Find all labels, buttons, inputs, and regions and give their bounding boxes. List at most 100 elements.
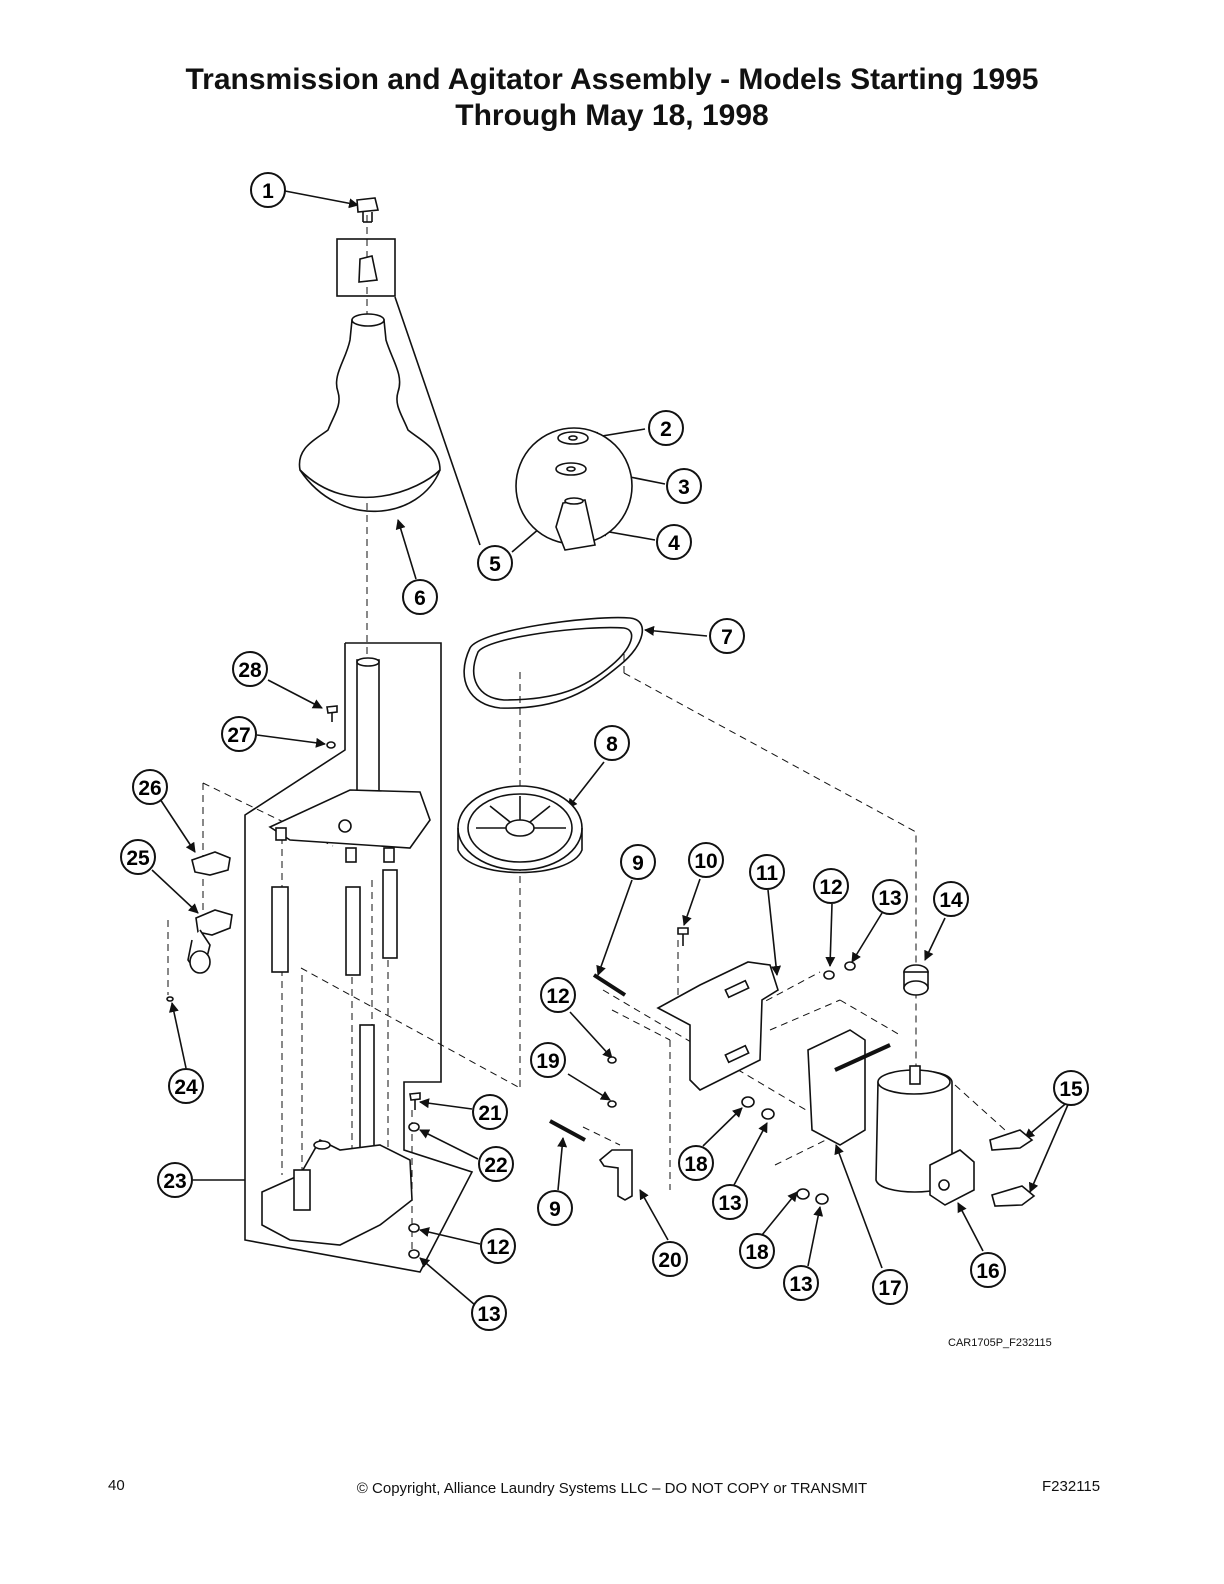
callout-21: 21 bbox=[472, 1094, 508, 1130]
callout-15: 15 bbox=[1053, 1070, 1089, 1106]
callout-8: 8 bbox=[594, 725, 630, 761]
svg-text:7: 7 bbox=[721, 626, 733, 649]
svg-text:13: 13 bbox=[878, 887, 901, 910]
gasket bbox=[191, 851, 231, 876]
small-bracket bbox=[598, 1149, 633, 1201]
callout-26: 26 bbox=[132, 769, 168, 805]
svg-text:6: 6 bbox=[414, 587, 426, 610]
callout-23: 23 bbox=[157, 1162, 193, 1198]
svg-text:22: 22 bbox=[484, 1154, 507, 1177]
callout-16: 16 bbox=[970, 1252, 1006, 1288]
callout-19: 19 bbox=[530, 1042, 566, 1078]
svg-text:2: 2 bbox=[660, 418, 672, 441]
svg-text:14: 14 bbox=[939, 889, 963, 912]
callout-24: 24 bbox=[168, 1068, 204, 1104]
callout-18b: 18 bbox=[739, 1233, 775, 1269]
svg-text:13: 13 bbox=[477, 1303, 500, 1326]
svg-text:4: 4 bbox=[668, 532, 680, 555]
motor-clip bbox=[807, 1029, 866, 1146]
page-number: 40 bbox=[108, 1477, 125, 1494]
svg-text:20: 20 bbox=[658, 1249, 681, 1272]
svg-text:1: 1 bbox=[262, 180, 274, 203]
callout-6: 6 bbox=[402, 579, 438, 615]
callout-22: 22 bbox=[478, 1146, 514, 1182]
drawing-code: CAR1705P_F232115 bbox=[948, 1337, 1052, 1349]
agitator-bolt bbox=[356, 197, 380, 223]
svg-text:11: 11 bbox=[756, 862, 779, 885]
motor-bracket bbox=[656, 961, 779, 1091]
callout-10: 10 bbox=[688, 842, 724, 878]
callout-5: 5 bbox=[477, 545, 513, 581]
callout-13b: 13 bbox=[712, 1184, 748, 1220]
copyright-notice: © Copyright, Alliance Laundry Systems LL… bbox=[356, 1480, 868, 1497]
svg-text:12: 12 bbox=[819, 876, 842, 899]
callout-20: 20 bbox=[652, 1241, 688, 1277]
diagram-title-line-1: Transmission and Agitator Assembly - Mod… bbox=[185, 63, 1039, 96]
svg-text:27: 27 bbox=[227, 724, 250, 747]
callout-17: 17 bbox=[872, 1269, 908, 1305]
svg-text:26: 26 bbox=[138, 777, 161, 800]
svg-text:23: 23 bbox=[163, 1170, 186, 1193]
gearcase bbox=[261, 1138, 413, 1246]
svg-text:12: 12 bbox=[546, 985, 569, 1008]
callout-14: 14 bbox=[933, 881, 969, 917]
callout-18a: 18 bbox=[678, 1145, 714, 1181]
svg-text:25: 25 bbox=[126, 847, 150, 870]
callout-28: 28 bbox=[232, 651, 268, 687]
svg-text:9: 9 bbox=[632, 852, 644, 875]
callout-1: 1 bbox=[250, 172, 286, 208]
drive-shaft bbox=[359, 1024, 375, 1156]
drain-elbow bbox=[195, 909, 233, 936]
svg-text:18: 18 bbox=[745, 1241, 769, 1264]
spacer-rod bbox=[382, 869, 398, 959]
transmission-plate bbox=[268, 789, 431, 849]
agitator bbox=[298, 319, 441, 499]
svg-text:15: 15 bbox=[1059, 1078, 1083, 1101]
callout-7: 7 bbox=[709, 618, 745, 654]
drive-belt bbox=[463, 616, 644, 709]
svg-text:9: 9 bbox=[549, 1198, 561, 1221]
retaining-clip bbox=[991, 1185, 1036, 1207]
svg-text:5: 5 bbox=[489, 553, 501, 576]
callout-25: 25 bbox=[120, 839, 156, 875]
callout-12b: 12 bbox=[540, 977, 576, 1013]
diagram-title-line-2: Through May 18, 1998 bbox=[455, 99, 769, 132]
callout-12c: 12 bbox=[480, 1228, 516, 1264]
svg-text:17: 17 bbox=[878, 1277, 901, 1300]
callout-13d: 13 bbox=[471, 1295, 507, 1331]
cap-insert bbox=[358, 255, 378, 283]
svg-text:18: 18 bbox=[684, 1153, 708, 1176]
retaining-clip bbox=[989, 1129, 1034, 1151]
svg-text:12: 12 bbox=[486, 1236, 509, 1259]
callout-4: 4 bbox=[656, 524, 692, 560]
svg-text:19: 19 bbox=[536, 1050, 559, 1073]
cap-inset-box bbox=[336, 238, 396, 297]
svg-text:13: 13 bbox=[789, 1273, 812, 1296]
svg-text:28: 28 bbox=[238, 659, 262, 682]
leader-lines bbox=[151, 190, 1071, 1306]
callout-13c: 13 bbox=[783, 1265, 819, 1301]
svg-text:24: 24 bbox=[174, 1076, 198, 1099]
callout-11: 11 bbox=[749, 854, 785, 890]
callout-9a: 9 bbox=[620, 844, 656, 880]
spacer-rod bbox=[345, 886, 361, 976]
transmission-outline bbox=[244, 642, 474, 1273]
part-drawings bbox=[166, 197, 1036, 1273]
callouts: 1 2 3 4 5 6 7 8 9 9 10 11 12 12 12 13 13… bbox=[120, 172, 1089, 1331]
callout-12a: 12 bbox=[813, 868, 849, 904]
callout-13a: 13 bbox=[872, 879, 908, 915]
svg-text:10: 10 bbox=[694, 850, 717, 873]
svg-text:13: 13 bbox=[718, 1192, 741, 1215]
svg-text:3: 3 bbox=[678, 476, 690, 499]
svg-text:8: 8 bbox=[606, 733, 618, 756]
svg-text:16: 16 bbox=[976, 1260, 999, 1283]
callout-2: 2 bbox=[648, 410, 684, 446]
transmission-shaft bbox=[356, 659, 380, 806]
svg-text:21: 21 bbox=[478, 1102, 502, 1125]
callout-27: 27 bbox=[221, 716, 257, 752]
spacer-rod bbox=[271, 886, 289, 973]
callout-9b: 9 bbox=[537, 1190, 573, 1226]
form-code: F232115 bbox=[1042, 1478, 1101, 1495]
callout-3: 3 bbox=[666, 468, 702, 504]
